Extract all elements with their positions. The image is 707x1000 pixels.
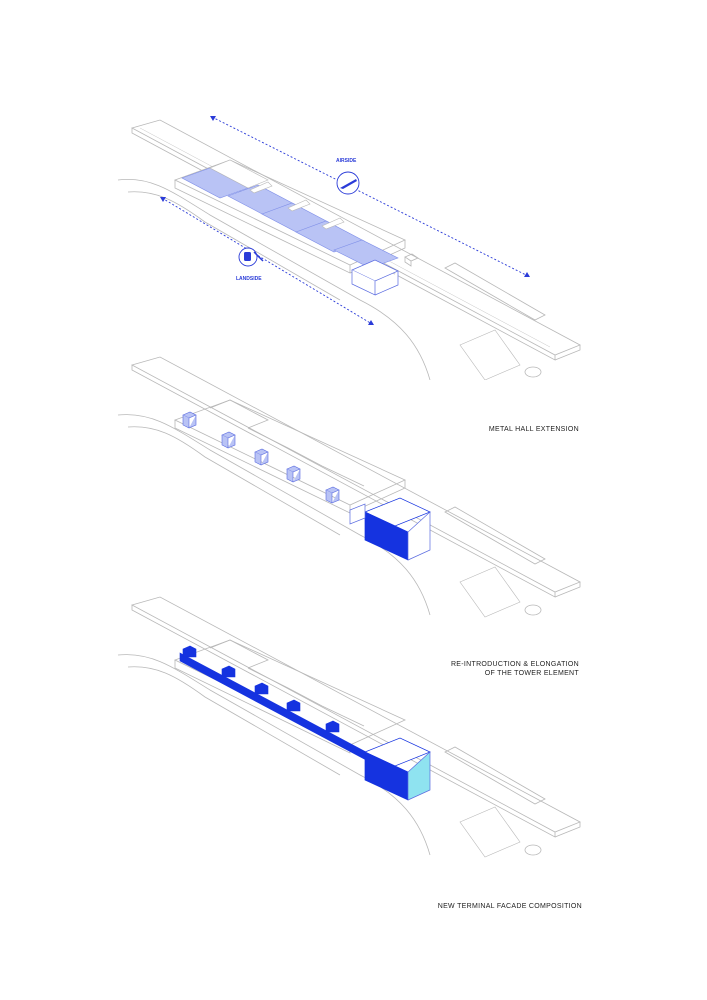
terminal-axonometric-2 [117,356,581,618]
caption-terminal-facade: NEW TERMINAL FACADE COMPOSITION [437,903,582,910]
caption-tower-element: RE-INTRODUCTION & ELONGATION OF THE TOWE… [451,660,579,678]
diagram-panel-airside-landside: AIRSIDE LANDSIDE [0,0,707,380]
airside-label: AIRSIDE [336,158,357,164]
diagram-panel-tower-element: RE-INTRODUCTION & ELONGATION OF THE TOWE… [0,585,707,885]
caption-metal-hall-extension: METAL HALL EXTENSION [488,426,579,433]
caption-line-1: RE-INTRODUCTION & ELONGATION [450,661,579,668]
airside-plane-icon [336,171,360,195]
diagram-panel-metal-hall: METAL HALL EXTENSION [0,340,707,640]
landside-label: LANDSIDE [236,276,262,282]
caption-line-2: OF THE TOWER ELEMENT [484,670,579,677]
terminal-axonometric-3 [117,596,581,858]
terminal-axonometric-1 [117,116,581,380]
